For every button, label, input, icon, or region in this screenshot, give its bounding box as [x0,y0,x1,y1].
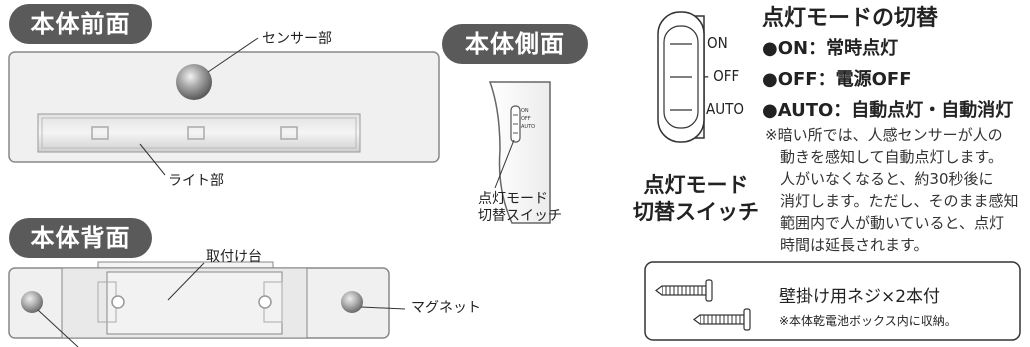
mode-auto-line: ●AUTO：自動点灯・自動消灯 [762,100,1014,121]
screw-box-drawing [644,261,1021,341]
sensor-circle [176,64,212,100]
mode-note-line1: ※暗い所では、人感センサーが人の [765,126,1003,144]
switch-pos-on: ON [707,34,728,52]
mode-off-line: ●OFF：電源OFF [762,69,912,90]
switch-diagram-drawing [657,11,705,143]
side-switch-caption-line1: 点灯モード [478,191,548,207]
mode-section-title: 点灯モードの切替 [762,6,939,31]
mount-label: 取付け台 [206,249,262,265]
side-mini-off: OFF [521,116,531,122]
side-mini-on: ON [521,108,529,114]
mode-note-line4: 消灯します。ただし、そのまま感知 [780,192,1019,210]
side-mini-auto: AUTO [521,124,536,130]
switch-pos-auto: AUTO [706,100,744,118]
switch-diagram-caption: 点灯モード 切替スイッチ [633,172,759,226]
side-switch-caption-line2: 切替スイッチ [478,208,562,224]
mode-on-line: ●ON：常時点灯 [762,38,899,59]
side-view-title: 本体側面 [442,24,588,64]
mode-note-line3: 人がいなくなると、約30秒後に [780,170,994,188]
magnet-right [341,291,363,313]
mode-note-line6: 時間は延長されます。 [780,236,929,254]
magnet-left [21,291,43,313]
back-view-title: 本体背面 [9,218,152,258]
side-body-drawing [488,81,551,224]
screws-note: ※本体乾電池ボックス内に収納。 [779,314,957,328]
switch-pos-off: - OFF [704,67,740,85]
switch-caption-line1: 点灯モード [643,173,749,197]
mode-note-line2: 動きを感知して自動点灯します。 [780,148,1004,166]
magnet-label: マグネット [411,300,481,316]
mode-note: ※暗い所では、人感センサーが人の 動きを感知して自動点灯します。 人がいなくなる… [765,124,1019,256]
screw-icon-1 [655,279,713,302]
switch-caption-line2: 切替スイッチ [633,200,759,224]
screw-icon-2 [693,308,751,331]
light-label: ライト部 [168,173,224,189]
back-body-drawing [8,261,406,347]
side-mini-labels: ON OFF AUTO [521,107,535,131]
mode-note-line5: 範囲内で人が動いていると、点灯 [780,214,1004,232]
screws-label: 壁掛け用ネジ×2本付 [779,287,941,307]
front-view-title: 本体前面 [9,4,152,44]
sensor-label: センサー部 [262,31,332,47]
front-body-drawing [8,37,440,176]
side-switch-caption: 点灯モード 切替スイッチ [478,191,562,225]
